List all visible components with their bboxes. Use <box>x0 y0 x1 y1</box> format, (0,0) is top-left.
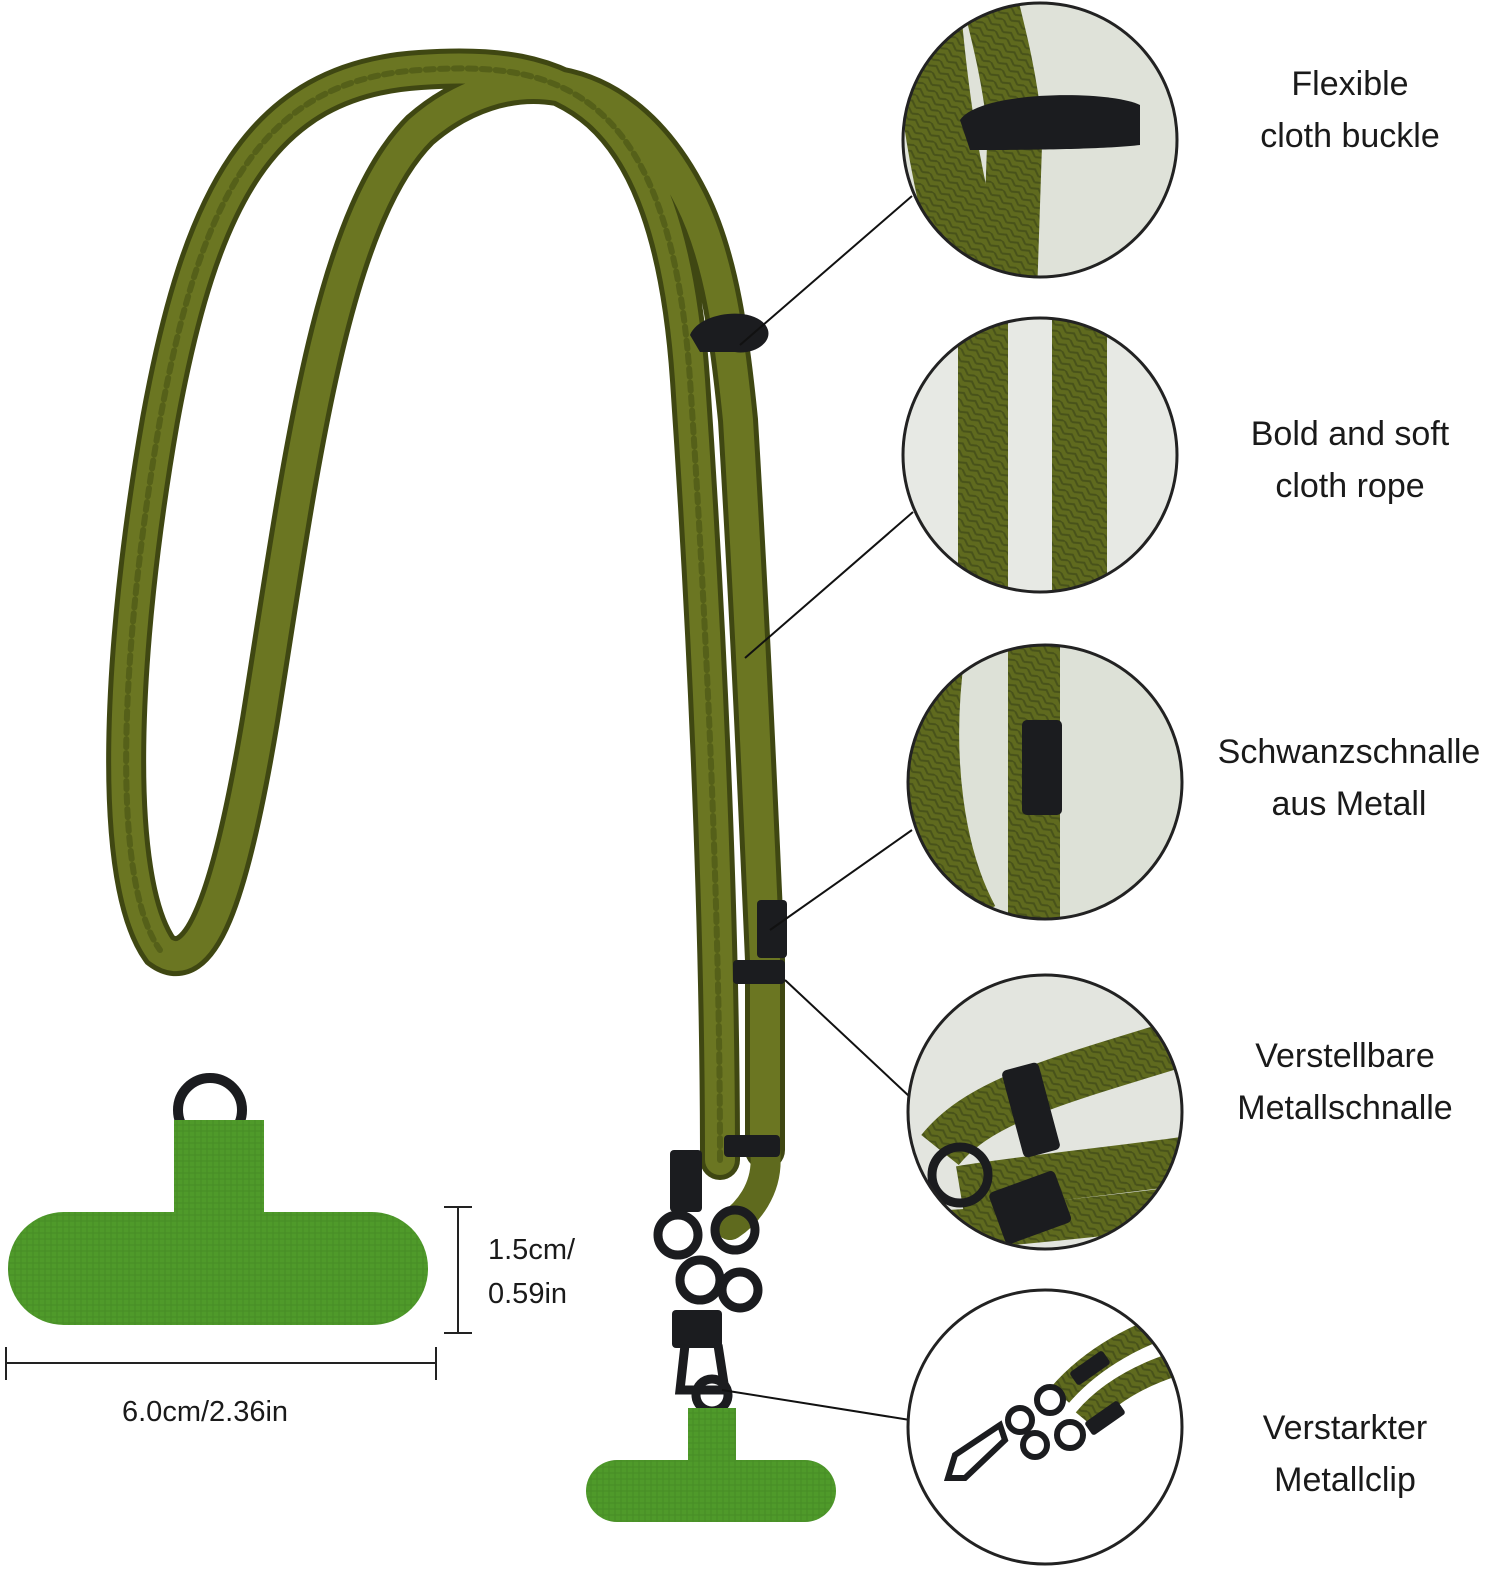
feature-label-buckle-line1: Flexible <box>1291 65 1409 103</box>
feature-label-rope: Bold and soft cloth rope <box>1215 408 1485 512</box>
height-dimension-line1: 1.5cm/ <box>488 1234 576 1266</box>
detail-circle-adjustable-buckle <box>906 973 1184 1251</box>
feature-label-buckle-line2: cloth buckle <box>1260 117 1440 155</box>
height-dimension-line <box>444 1206 472 1334</box>
metal-clip-chain <box>653 1205 763 1416</box>
feature-label-metal-clip-line2: Metallclip <box>1274 1461 1416 1499</box>
detail-circle-buckle <box>901 1 1179 279</box>
phone-patch-large <box>8 1073 428 1325</box>
detail-circle-rope <box>901 316 1179 594</box>
feature-label-adjustable-buckle-line2: Metallschnalle <box>1237 1089 1453 1127</box>
width-dimension-line <box>5 1347 437 1380</box>
width-dimension-label: 6.0cm/2.36in <box>122 1390 288 1434</box>
feature-label-tail-buckle: Schwanzschnalle aus Metall <box>1200 726 1498 830</box>
feature-label-tail-buckle-line2: aus Metall <box>1271 785 1427 823</box>
feature-label-rope-line1: Bold and soft <box>1250 415 1450 453</box>
feature-label-metal-clip-line1: Verstarkter <box>1262 1409 1428 1447</box>
detail-circle-tail-buckle <box>906 643 1184 921</box>
feature-label-tail-buckle-line1: Schwanzschnalle <box>1217 733 1481 771</box>
adjustable-buckles <box>670 960 785 1212</box>
feature-label-adjustable-buckle: Verstellbare Metallschnalle <box>1205 1030 1485 1134</box>
feature-label-buckle: Flexible cloth buckle <box>1220 58 1480 162</box>
detail-circle-metal-clip <box>906 1288 1184 1566</box>
feature-label-metal-clip: Verstarkter Metallclip <box>1210 1402 1480 1506</box>
cloth-buckle <box>690 313 769 353</box>
feature-label-adjustable-buckle-line1: Verstellbare <box>1255 1037 1435 1075</box>
phone-patch-small <box>586 1408 836 1522</box>
feature-label-rope-line2: cloth rope <box>1275 467 1425 505</box>
height-dimension-label: 1.5cm/ 0.59in <box>488 1228 575 1316</box>
leader-lines <box>721 195 914 1421</box>
height-dimension-line2: 0.59in <box>488 1278 568 1310</box>
width-dimension-text: 6.0cm/2.36in <box>122 1396 289 1428</box>
lanyard-rope <box>106 48 785 1240</box>
snap-hook <box>672 1310 731 1395</box>
